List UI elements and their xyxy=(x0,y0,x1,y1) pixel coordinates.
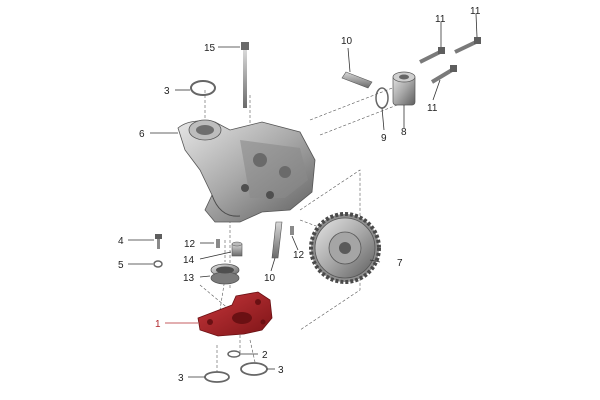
part-dowel-left xyxy=(216,239,220,248)
part-sleeve xyxy=(231,241,243,257)
part-cover-highlighted xyxy=(197,291,273,337)
part-bushing xyxy=(210,263,240,285)
callout-10-lower: 10 xyxy=(264,273,276,284)
part-bolt-4 xyxy=(155,234,162,249)
callout-7: 7 xyxy=(397,258,403,269)
callout-6: 6 xyxy=(139,129,145,140)
part-dowel-right xyxy=(290,226,294,235)
part-screws xyxy=(419,37,481,84)
callout-13: 13 xyxy=(183,273,195,284)
callout-12-left: 12 xyxy=(184,239,196,250)
part-piston xyxy=(392,71,416,106)
callout-3-top: 3 xyxy=(164,86,170,97)
part-o-ring-bottom-right xyxy=(240,362,268,376)
part-pin-lower xyxy=(271,221,283,259)
callout-3-bottom-left: 3 xyxy=(178,373,184,384)
callout-5: 5 xyxy=(118,260,124,271)
callout-11-a: 11 xyxy=(435,14,446,25)
part-o-ring-9 xyxy=(375,87,389,109)
part-pump-housing xyxy=(177,119,316,223)
callout-4: 4 xyxy=(118,236,124,247)
part-washer xyxy=(153,260,163,268)
callout-1: 1 xyxy=(155,319,161,330)
callout-2: 2 xyxy=(262,350,268,361)
callout-11-b: 11 xyxy=(470,6,481,17)
callout-12-right: 12 xyxy=(293,250,305,261)
callout-11-c: 11 xyxy=(427,103,438,114)
callout-15: 15 xyxy=(204,43,216,54)
part-long-bolt xyxy=(241,42,249,108)
callout-3-bottom-right: 3 xyxy=(278,365,284,376)
callout-10-top: 10 xyxy=(341,36,353,47)
callout-14: 14 xyxy=(183,255,195,266)
part-o-ring-top xyxy=(190,80,216,96)
part-o-ring-bottom-left xyxy=(204,371,230,383)
leader-lines xyxy=(128,13,478,378)
part-o-ring-2 xyxy=(227,350,241,358)
callout-9: 9 xyxy=(381,133,387,144)
part-pin-top xyxy=(341,71,373,89)
part-gear xyxy=(309,212,381,284)
callout-8: 8 xyxy=(401,127,407,138)
